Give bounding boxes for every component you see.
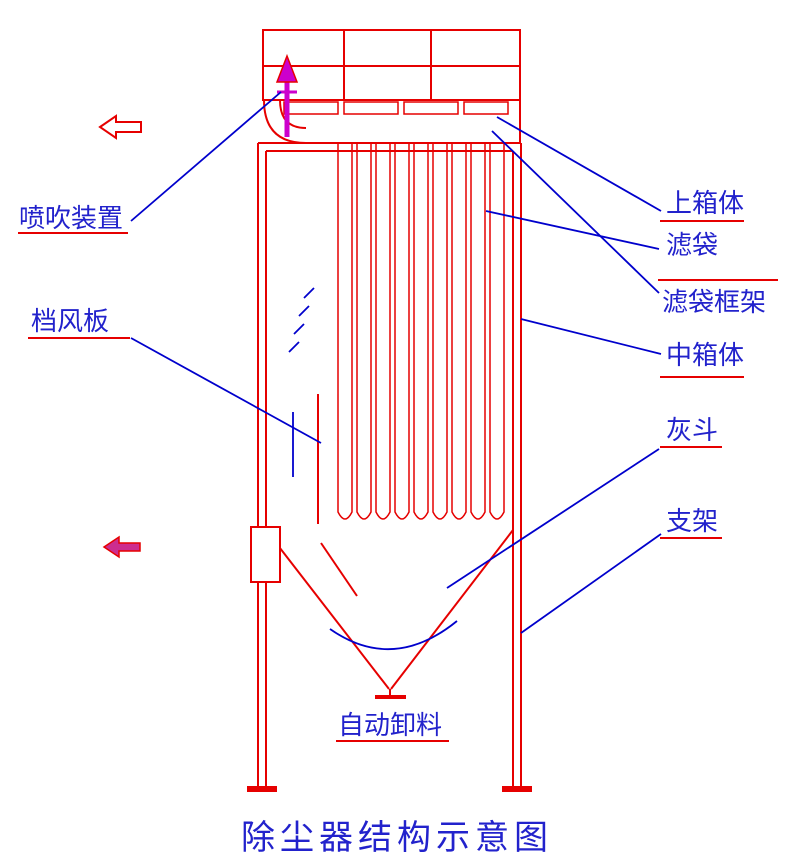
filter-bags <box>337 151 505 520</box>
pulse-jet-arrow-icon <box>275 53 299 137</box>
airflow-dashes <box>288 287 315 353</box>
ash-hopper <box>265 529 514 690</box>
label-ash-hopper: 灰斗 <box>666 415 718 445</box>
outlet-arrow-icon <box>98 114 142 140</box>
label-baffle-plate: 档风板 <box>31 306 109 336</box>
leader-baffle-plate <box>130 337 322 444</box>
label-middle-box: 中箱体 <box>666 340 744 370</box>
label-support-frame: 支架 <box>666 506 718 536</box>
leader-filter-bag-cage <box>491 130 660 294</box>
blowpipe-row <box>283 100 521 143</box>
leader-ash-hopper <box>446 448 660 589</box>
label-blowing-device: 喷吹装置 <box>19 203 123 233</box>
discharge-valve <box>375 689 406 699</box>
leader-lines <box>130 91 662 634</box>
leader-middle-box <box>520 318 662 355</box>
leader-support-frame <box>520 533 662 634</box>
hopper-arc <box>329 620 458 651</box>
label-auto-discharge: 自动卸料 <box>338 710 442 740</box>
baffle-plate <box>317 394 358 597</box>
inlet-duct-box <box>250 526 281 583</box>
diagram-title: 除尘器结构示意图 <box>241 819 553 857</box>
label-underlines <box>18 220 778 742</box>
leader-blowing-device <box>130 91 282 222</box>
upper-box <box>262 29 521 101</box>
label-filter-bag: 滤袋 <box>666 230 718 260</box>
leader-upper-box <box>496 116 662 212</box>
label-filter-bag-cage: 滤袋框架 <box>662 287 766 317</box>
inlet-arrow-icon <box>102 535 141 559</box>
label-upper-box: 上箱体 <box>666 188 744 218</box>
leader-filter-bag <box>485 210 660 250</box>
